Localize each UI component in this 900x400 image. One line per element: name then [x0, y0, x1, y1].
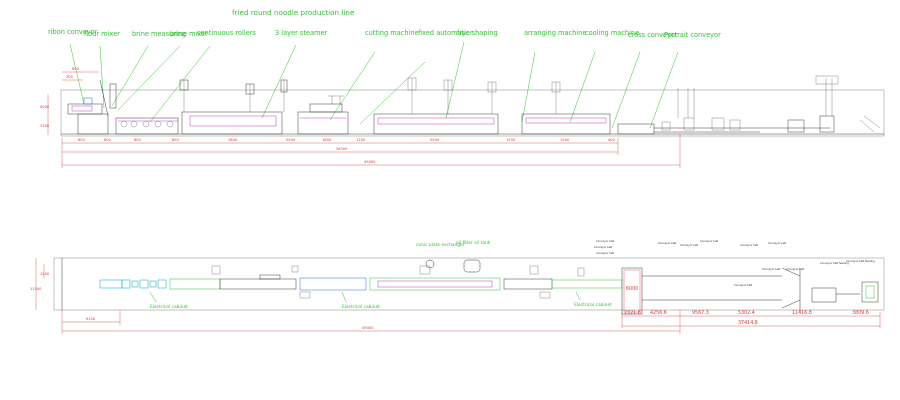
total-mid: 26300 — [336, 147, 348, 151]
seg-4: 1800 — [228, 138, 238, 142]
plan-equipment — [99, 259, 623, 299]
plan-dim-1200: 1200 — [40, 272, 50, 276]
label-fryer: fryer — [457, 29, 473, 37]
plan-right-3: 5302.4 — [738, 310, 755, 316]
label-brine-measuring: brine measuring — [132, 30, 186, 38]
ann-12: Conveyor belt — [762, 267, 780, 271]
plan-right-total: 37414.8 — [738, 320, 758, 326]
seg-1: 800 — [104, 138, 112, 142]
seg-5: 5500 — [286, 138, 296, 142]
plan-label-oil: oil filter oil tank — [456, 240, 491, 246]
drawing-title: fried round noodle production line — [232, 8, 355, 17]
plan-right-section: Conveyor belt feeding Conveyor belt feed… — [594, 239, 879, 315]
label-arranging: arranging machine — [524, 29, 586, 37]
seg-9: 1500 — [506, 138, 516, 142]
label-cooling: cooling machine — [585, 29, 639, 37]
side-view-frame — [60, 89, 885, 137]
ann-11: Conveyor belt — [734, 283, 752, 287]
side-view-equipment — [67, 75, 881, 135]
ann-8: Conveyor belt — [596, 251, 614, 255]
plan-height: 6000 — [626, 286, 638, 292]
plan-right-4: 11416.8 — [792, 310, 812, 316]
ann-6: Conveyor belt — [596, 239, 614, 243]
dim-vertical-4000: 4000 — [40, 105, 50, 109]
label-portrait-conveyor: Portrait conveyor — [664, 31, 721, 39]
seg-10: 1500 — [560, 138, 570, 142]
plan-dim-left: 9100 — [86, 317, 96, 321]
ann-9: Conveyor belt — [658, 241, 676, 245]
ann-13: Conveyor belt — [786, 267, 804, 271]
total-side: 49000 — [364, 160, 376, 164]
label-cross-conveyor: cross conveyor — [628, 31, 678, 39]
ann-10: Conveyor belt — [680, 243, 698, 247]
side-top-dims: 800 300 4000 2300 — [40, 67, 99, 135]
label-flour-mixer: flour mixer — [84, 30, 120, 38]
ann-3: Conveyor belt — [700, 239, 718, 243]
plan-label-exchanger: conic plate exchanger — [416, 242, 465, 248]
plan-view-frame — [53, 257, 885, 311]
seg-0: 800 — [78, 138, 86, 142]
dim-vertical-2300: 2300 — [40, 124, 50, 128]
plan-right-0: 2321.8 — [624, 310, 641, 316]
label-brine-mixer: brine mixer — [170, 30, 208, 38]
plan-left-dims: 11400 1200 — [30, 258, 50, 310]
plan-labels: conic plate exchanger oil filter oil tan… — [149, 240, 612, 310]
seg-6: 1800 — [322, 138, 332, 142]
ann-right-1: Conveyor belt feeding — [820, 261, 849, 265]
seg-7: 1200 — [356, 138, 366, 142]
cabinet-3: Electrical cabinet — [574, 302, 612, 308]
cabinet-2: Electrical cabinet — [342, 304, 380, 310]
plan-right-2: 9567.3 — [692, 310, 709, 316]
seg-8: 5500 — [430, 138, 440, 142]
dim-top-800: 800 — [72, 67, 80, 71]
plan-bottom-dims: 9100 49000 2321.8 4256.6 9567.3 5302.4 1… — [61, 310, 881, 334]
ann-right-2: Conveyor belt feeding — [846, 259, 875, 263]
ann-4: Conveyor belt — [740, 243, 758, 247]
seg-2: 800 — [134, 138, 142, 142]
label-continuous-rollers: continuous rollers — [197, 29, 256, 37]
dim-top-300: 300 — [66, 75, 74, 79]
plan-right-1: 4256.6 — [650, 310, 667, 316]
plan-dim-11400: 11400 — [30, 287, 42, 291]
ann-5: Conveyor belt — [768, 241, 786, 245]
label-shaping: fixed automatic shaping — [418, 29, 498, 37]
side-view-labels: ribon conveyor flour mixer brine measuri… — [48, 28, 721, 39]
seg-3: 800 — [172, 138, 180, 142]
cabinet-1: Electrical cabinet — [150, 304, 188, 310]
label-cutting: cutting machine — [365, 29, 419, 37]
label-steamer: 3 layer steamer — [275, 29, 328, 37]
plan-dim-total: 49000 — [362, 326, 374, 330]
plan-right-5: 3809.6 — [852, 310, 869, 316]
side-bottom-dims: 800 800 800 800 1800 5500 1800 1200 5500… — [61, 134, 681, 168]
label-ribon: ribon conveyor — [48, 28, 98, 36]
ann-7: Conveyor belt — [594, 245, 612, 249]
seg-11: 400 — [608, 138, 616, 142]
